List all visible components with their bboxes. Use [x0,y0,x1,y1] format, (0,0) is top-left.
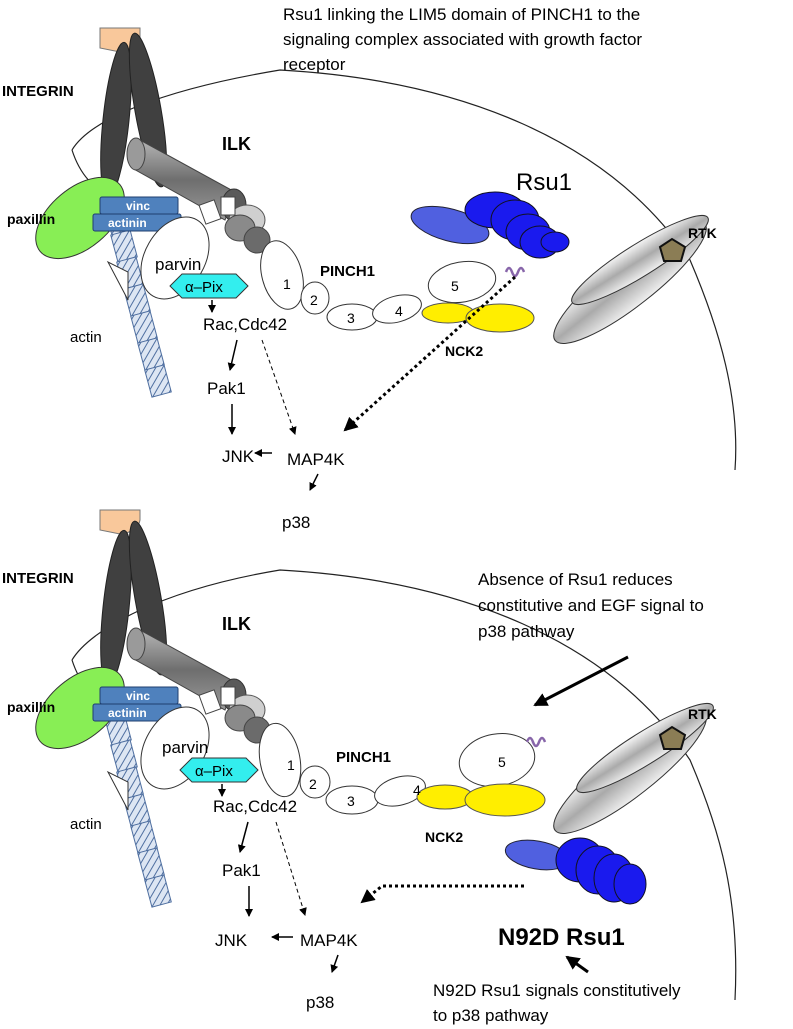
bottom-jnk-label: JNK [215,931,248,950]
bottom-ilk-label: ILK [222,614,251,634]
bottom-alpha-pix-shape [179,757,259,783]
bottom-alpha-pix-label: α–Pix [195,763,233,780]
bottom-actin-filament [104,712,172,908]
bottom-n92d-rsu1-shape [504,837,647,905]
bottom-actinin-label: actinin [108,706,147,720]
top-actin-arrow-shape [106,260,129,301]
bottom-nck2-label: NCK2 [425,829,463,845]
bottom-lim-1 [258,722,302,798]
top-rtk-label: RTK [688,225,717,241]
top-caption: Rsu1 linking the LIM5 domain of PINCH1 t… [283,5,647,74]
panel-bottom: INTEGRIN ILK paxillin vinc actinin actin… [2,509,737,1025]
absence-pointer-arrow [533,655,629,707]
bottom-parvin-label: parvin [162,738,208,757]
top-arrow-rsu1-map4k-dotted [343,275,517,432]
top-alpha-pix-shape [169,273,249,299]
bottom-arrow-map4k-p38 [330,954,339,973]
top-lim-2-label: 2 [310,292,318,308]
top-lim5-squiggle [504,266,526,278]
top-jnk-label: JNK [222,447,255,466]
absence-note: Absence of Rsu1 reduces constitutive and… [478,570,709,641]
bottom-p38-label: p38 [306,993,334,1012]
absence-note-line-1: Absence of Rsu1 reduces [478,570,673,589]
bottom-lim-3-label: 3 [347,793,355,809]
top-ilk-label: ILK [222,134,251,154]
n92d-rsu1-label: N92D Rsu1 [498,924,625,951]
top-caption-line-3: receptor [283,55,346,74]
bottom-arrow-n92d-map4k-dotted [360,884,524,904]
absence-note-line-2: constitutive and EGF signal to [478,596,704,615]
bottom-rtk-shape [553,702,714,834]
bottom-rtk-label: RTK [688,706,717,722]
top-arrow-rac-pak1 [227,339,238,371]
top-lim-5-label: 5 [451,278,459,294]
bottom-lim-1-label: 1 [287,757,295,773]
bottom-ilk [126,627,271,744]
top-lim-4 [372,294,422,324]
top-actin-label: actin [70,329,102,346]
top-lim-1 [260,240,304,310]
bottom-pinch1-label: PINCH1 [336,749,391,766]
absence-note-line-3: p38 pathway [478,622,575,641]
bottom-lim-2 [299,765,331,799]
bottom-lim-5-label: 5 [498,754,506,770]
n92d-pointer-arrow [565,955,589,974]
top-actinin-label: actinin [108,216,147,230]
top-integrin-leg-right [128,32,168,188]
bottom-map4k-label: MAP4K [300,931,358,950]
bottom-vinc-label: vinc [126,689,150,703]
bottom-rac-cdc42-label: Rac,Cdc42 [213,797,297,816]
top-vinc-label: vinc [126,199,150,213]
top-lim-4-label: 4 [395,303,403,319]
top-map4k-label: MAP4K [287,450,345,469]
n92d-note-line-2: to p38 pathway [433,1006,549,1025]
top-nck2-right [465,303,535,333]
top-nck2-label: NCK2 [445,343,483,359]
top-arrow-map4k-p38 [309,473,319,491]
top-arrow-rac-map4k-dashed [261,339,297,435]
bottom-integrin-label: INTEGRIN [2,570,74,587]
bottom-arrow-rac-map4k-dashed [275,821,307,916]
bottom-lim-2-label: 2 [309,776,317,792]
top-ilk [126,137,271,254]
top-rtk-shape [553,214,709,344]
top-integrin-label: INTEGRIN [2,83,74,100]
top-lim-5 [427,260,497,304]
n92d-note: N92D Rsu1 signals constitutively to p38 … [433,981,685,1025]
n92d-note-line-1: N92D Rsu1 signals constitutively [433,981,681,1000]
top-pak1-label: Pak1 [207,379,246,398]
panel-top: Rsu1 linking the LIM5 domain of PINCH1 t… [2,5,737,532]
top-lim-2 [300,281,330,315]
top-rsu1-label: Rsu1 [516,169,572,196]
bottom-nck2-left [416,784,474,810]
bottom-lim-5 [458,733,536,787]
top-caption-line-1: Rsu1 linking the LIM5 domain of PINCH1 t… [283,5,640,24]
bottom-pak1-label: Pak1 [222,861,261,880]
bottom-nck2-right [464,783,546,817]
bottom-lim5-squiggle [525,736,547,748]
bottom-arrow-rac-pak1 [237,821,249,853]
bottom-actin-label: actin [70,816,102,833]
bottom-lim-4 [374,775,426,807]
top-parvin-label: parvin [155,255,201,274]
top-lim-1-label: 1 [283,276,291,292]
bottom-actin-arrow-shape [106,770,129,811]
top-paxillin-label: paxillin [7,211,55,227]
top-alpha-pix-label: α–Pix [185,279,223,296]
top-rsu1-shape [410,191,570,259]
top-caption-line-2: signaling complex associated with growth… [283,30,642,49]
top-rac-cdc42-label: Rac,Cdc42 [203,315,287,334]
top-lim-3-label: 3 [347,310,355,326]
top-p38-label: p38 [282,513,310,532]
bottom-lim-4-label: 4 [413,782,421,798]
top-pinch1-label: PINCH1 [320,263,375,280]
bottom-paxillin-label: paxillin [7,699,55,715]
